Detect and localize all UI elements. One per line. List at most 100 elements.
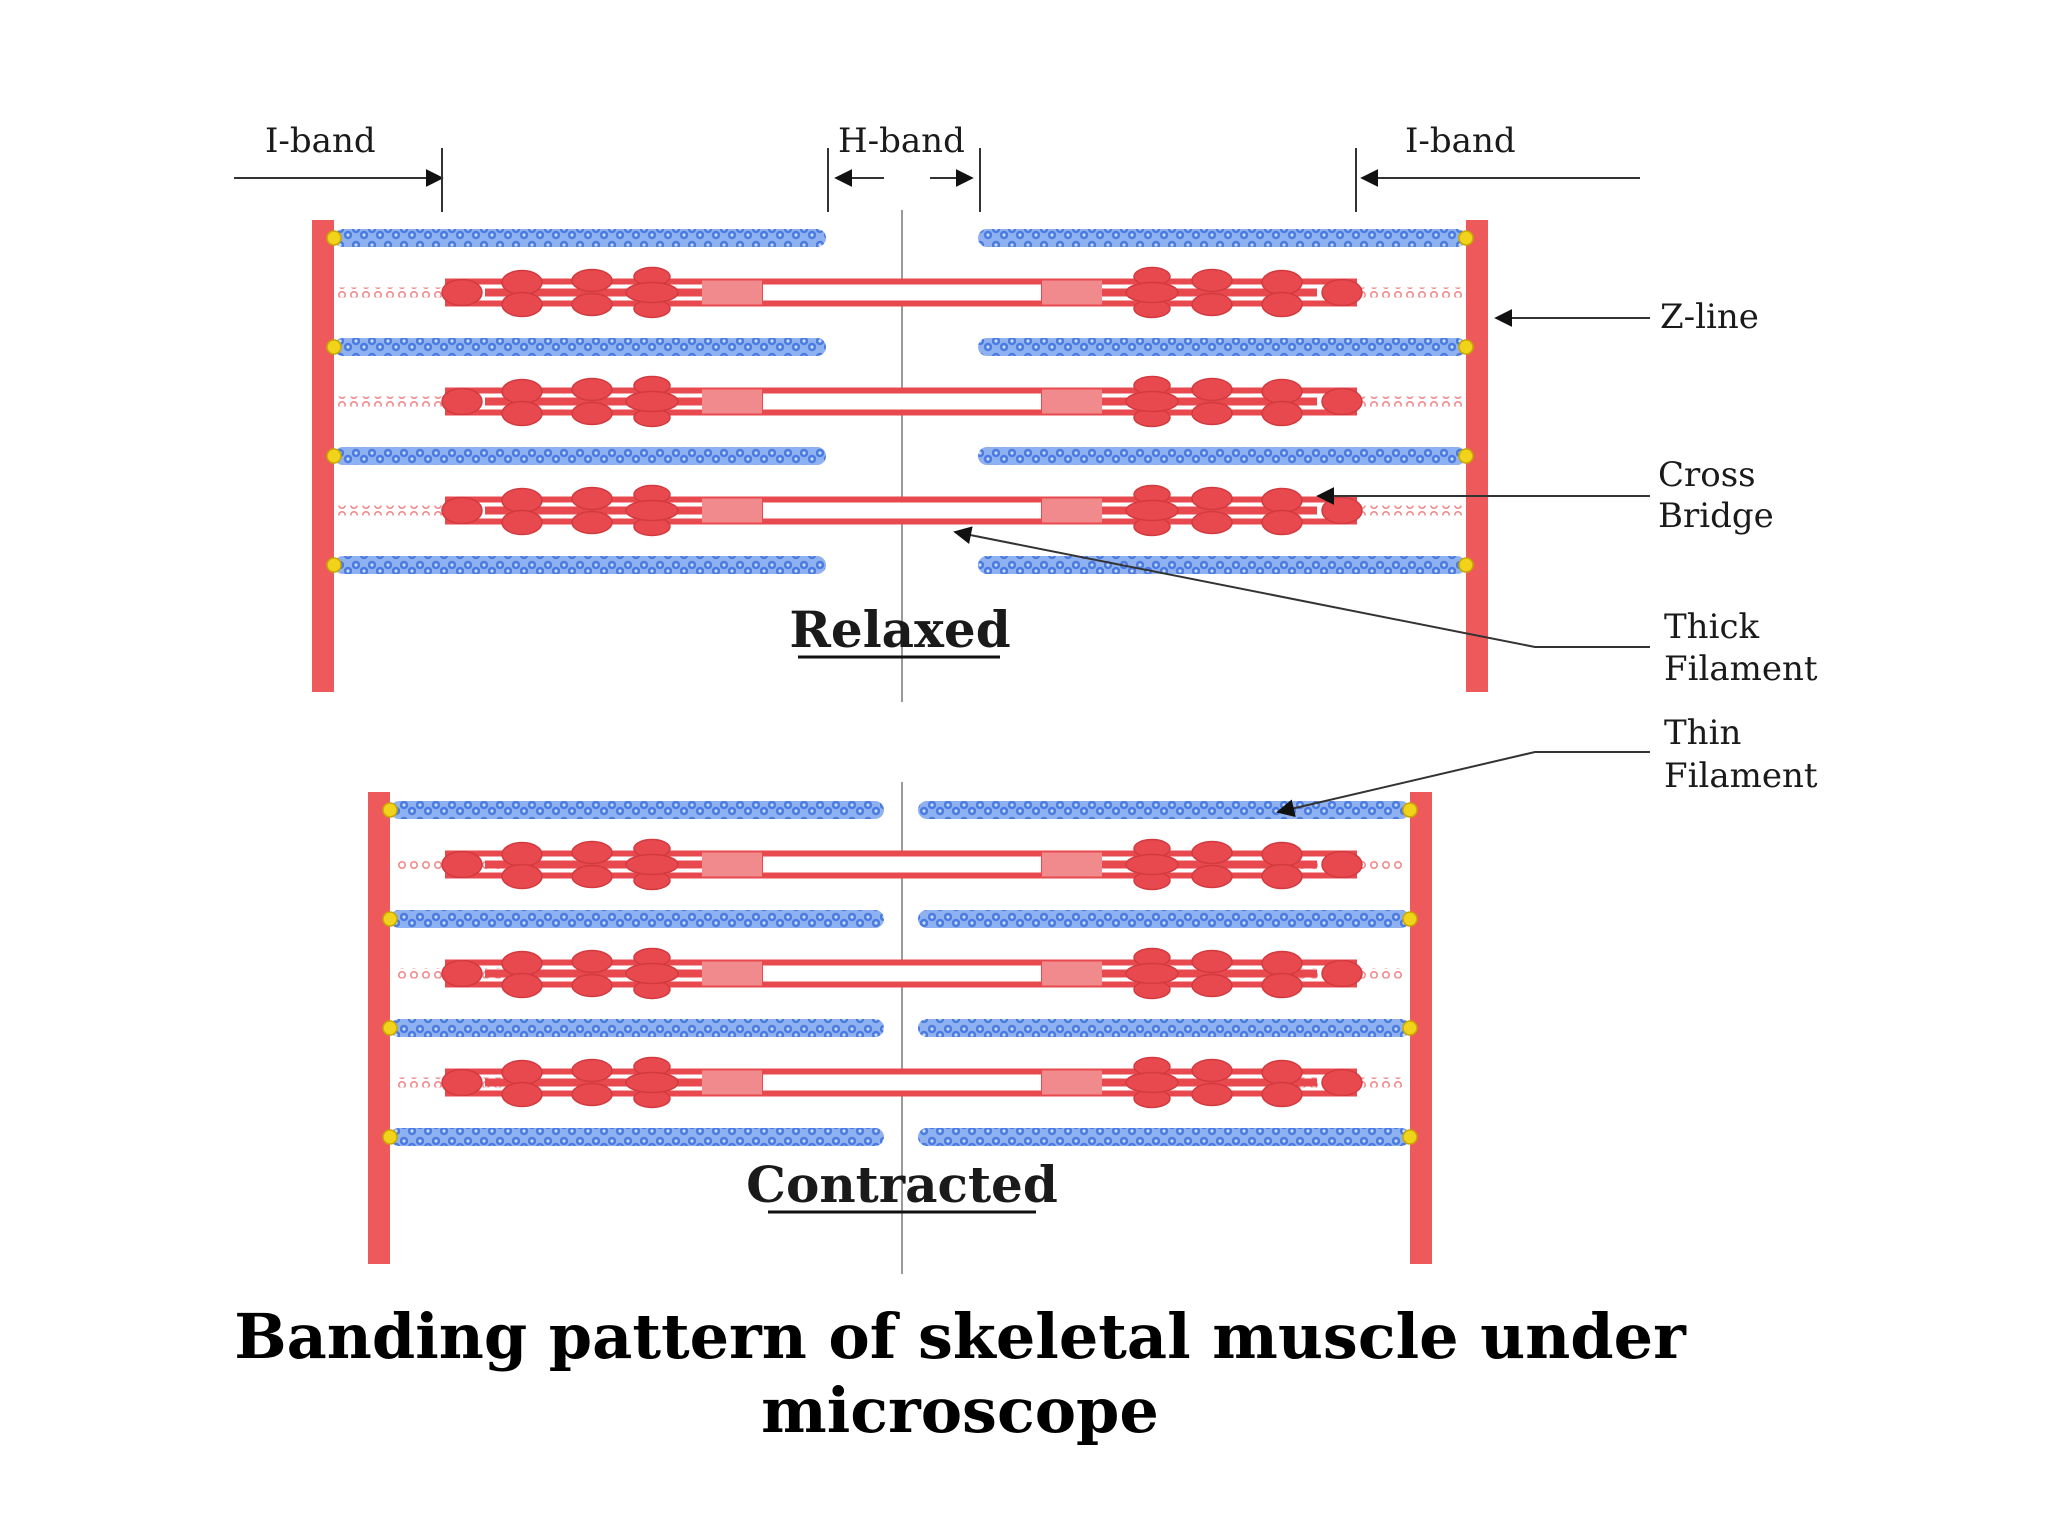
thick-filament-label-line2: Filament: [1664, 649, 1818, 689]
myosin-head: [571, 1082, 613, 1107]
thick-filament-segment: [1042, 280, 1102, 305]
thick-filament-segment: [702, 280, 762, 305]
anchor-dot: [1458, 448, 1474, 464]
anchor-dot: [326, 339, 342, 355]
myosin-head: [571, 864, 613, 889]
thin-filament: [334, 338, 826, 356]
thick-filament-bar: [445, 872, 1357, 879]
h-band-label: H-band: [838, 121, 965, 161]
bare-zone: [762, 283, 1042, 302]
anchor-dot: [326, 557, 342, 573]
thick-filament-bar: [445, 278, 1357, 285]
myosin-head: [1321, 850, 1363, 879]
myosin-head: [571, 949, 613, 974]
thick-filament-bar: [445, 409, 1357, 416]
thick-filament-segment: [702, 389, 762, 414]
myosin-head: [1125, 499, 1179, 522]
z-line-label: Z-line: [1660, 297, 1759, 337]
relaxed-title: Relaxed: [789, 600, 1010, 659]
myosin-head: [571, 840, 613, 865]
anchor-dot: [382, 1020, 398, 1036]
myosin-head: [1261, 509, 1303, 536]
contracted-sarcomere: [368, 782, 1432, 1274]
myosin-head: [1191, 864, 1233, 889]
anchor-dot: [1402, 802, 1418, 818]
thick-filament-bar: [445, 850, 1357, 857]
z-line-right: [1466, 220, 1488, 692]
bare-zone: [762, 1073, 1042, 1092]
myosin-head: [1191, 1082, 1233, 1107]
myosin-head: [625, 281, 679, 304]
anchor-dot: [326, 230, 342, 246]
myosin-head: [441, 1068, 483, 1097]
myosin-head: [1321, 496, 1363, 525]
thin-filament: [390, 1019, 884, 1037]
anchor-dot: [1402, 1020, 1418, 1036]
titin-tail: [338, 396, 448, 407]
myosin-head: [1261, 291, 1303, 318]
figure-caption: Banding pattern of skeletal muscle under…: [0, 1300, 1920, 1448]
thick-filament-bar: [445, 981, 1357, 988]
thick-filament-bar: [445, 1068, 1357, 1075]
thin-filament: [334, 556, 826, 574]
myosin-head: [1191, 377, 1233, 402]
myosin-head: [501, 269, 543, 296]
myosin-head: [1321, 1068, 1363, 1097]
thick-filament-segment: [1042, 961, 1102, 986]
myosin-head: [501, 291, 543, 318]
myosin-head: [1191, 1058, 1233, 1083]
titin-tail: [1352, 505, 1462, 516]
anchor-dot: [1402, 911, 1418, 927]
myosin-head: [1321, 387, 1363, 416]
thick-filament-segment: [1042, 1070, 1102, 1095]
bare-zone: [762, 501, 1042, 520]
caption-line-1: Banding pattern of skeletal muscle under: [234, 1300, 1686, 1373]
myosin-head: [625, 499, 679, 522]
thick-filament-segment: [1042, 498, 1102, 523]
myosin-head: [1125, 962, 1179, 985]
myosin-head: [1261, 950, 1303, 977]
myosin-head: [441, 496, 483, 525]
thin-filament: [390, 801, 884, 819]
myosin-head: [571, 510, 613, 535]
myosin-head: [571, 1058, 613, 1083]
cross-bridge-label-line1: Cross: [1658, 455, 1756, 495]
myosin-head: [1261, 487, 1303, 514]
myosin-head: [501, 950, 543, 977]
myosin-head: [625, 853, 679, 876]
caption-line-2: microscope: [761, 1374, 1159, 1447]
thick-filament-bar: [445, 1090, 1357, 1097]
thick-filament-segment: [702, 961, 762, 986]
myosin-head: [501, 400, 543, 427]
myosin-head: [1191, 486, 1233, 511]
myosin-head: [501, 841, 543, 868]
myosin-head: [1191, 292, 1233, 317]
thick-filament-bar: [445, 300, 1357, 307]
myosin-head: [501, 863, 543, 890]
myosin-head: [441, 850, 483, 879]
thick-filament-segment: [702, 498, 762, 523]
thin-filament-label-line1: Thin: [1664, 713, 1741, 753]
myosin-head: [1125, 853, 1179, 876]
band-arrows: [234, 148, 1640, 212]
bare-zone: [762, 964, 1042, 983]
anchor-dot: [1458, 557, 1474, 573]
thin-filament: [918, 801, 1410, 819]
myosin-head: [1261, 863, 1303, 890]
myosin-head: [441, 959, 483, 988]
thin-filament-label-line2: Filament: [1664, 756, 1818, 796]
myosin-head: [1261, 378, 1303, 405]
z-line-right: [1410, 792, 1432, 1264]
myosin-head: [625, 390, 679, 413]
myosin-head: [571, 268, 613, 293]
myosin-head: [1191, 510, 1233, 535]
thin-filament: [918, 1128, 1410, 1146]
thick-filament-bar: [445, 496, 1357, 503]
myosin-head: [1321, 959, 1363, 988]
thin-filament: [334, 229, 826, 247]
myosin-head: [501, 509, 543, 536]
thin-filament: [978, 556, 1466, 574]
myosin-head: [501, 972, 543, 999]
thin-filament: [334, 447, 826, 465]
